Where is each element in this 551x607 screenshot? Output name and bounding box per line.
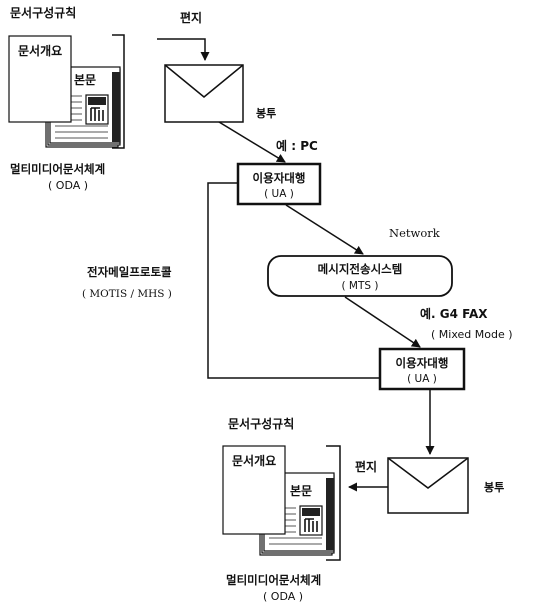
bottom-envelope-label: 봉투 (484, 481, 504, 494)
protocol-abbr: ( MOTIS / MHS ) (82, 288, 172, 300)
bottom-body-label: 본문 (290, 484, 312, 498)
ua-top-name: 이용자대행 (253, 171, 306, 185)
top-image-icon (86, 95, 108, 124)
bottom-arch-title: 멀티미디어문서체계 (226, 573, 321, 587)
protocol-name: 전자메일프로토콜 (87, 265, 172, 279)
ua-bottom-name: 이용자대행 (396, 356, 449, 370)
top-document-group: 문서구성규칙 본문 (9, 5, 124, 192)
top-arch-title: 멀티미디어문서체계 (10, 162, 105, 176)
example-pc: 예 : PC (276, 138, 318, 153)
example-fax-line2: ( Mixed Mode ) (431, 328, 513, 341)
bottom-letter-label: 편지 (355, 459, 377, 474)
bottom-arch-abbr: ( ODA ) (263, 590, 303, 603)
example-fax-line1: 예. G4 FAX (420, 306, 488, 321)
arrow-mts-to-ua (345, 297, 420, 347)
ua-top-abbr: ( UA ) (264, 188, 294, 200)
top-body-label: 본문 (74, 73, 96, 87)
top-summary-page: 문서개요 (9, 36, 71, 122)
mts-abbr: ( MTS ) (341, 280, 378, 292)
ua-top-box: 이용자대행 ( UA ) (238, 164, 320, 204)
ua-bottom-abbr: ( UA ) (407, 373, 437, 385)
bottom-document-group: 문서구성규칙 본문 문서개요 (223, 416, 340, 603)
top-summary-label: 문서개요 (18, 43, 62, 58)
top-envelope-icon (165, 65, 243, 122)
bottom-image-icon (300, 506, 322, 535)
mts-box: 메시지전송시스템 ( MTS ) (268, 256, 452, 296)
mts-name: 메시지전송시스템 (318, 262, 403, 276)
top-rule-title: 문서구성규칙 (10, 5, 76, 20)
bottom-summary-label: 문서개요 (232, 453, 276, 468)
bottom-rule-title: 문서구성규칙 (228, 416, 294, 431)
top-letter-arrow (157, 39, 205, 60)
top-envelope-label: 봉투 (256, 107, 276, 120)
bottom-summary-page: 문서개요 (223, 446, 285, 534)
top-letter-label: 편지 (180, 10, 202, 25)
network-label: Network (389, 226, 441, 240)
arrow-ua-to-mts (286, 205, 363, 254)
bottom-envelope-icon (388, 458, 468, 513)
top-arch-abbr: ( ODA ) (48, 179, 88, 192)
ua-bottom-box: 이용자대행 ( UA ) (380, 349, 464, 389)
